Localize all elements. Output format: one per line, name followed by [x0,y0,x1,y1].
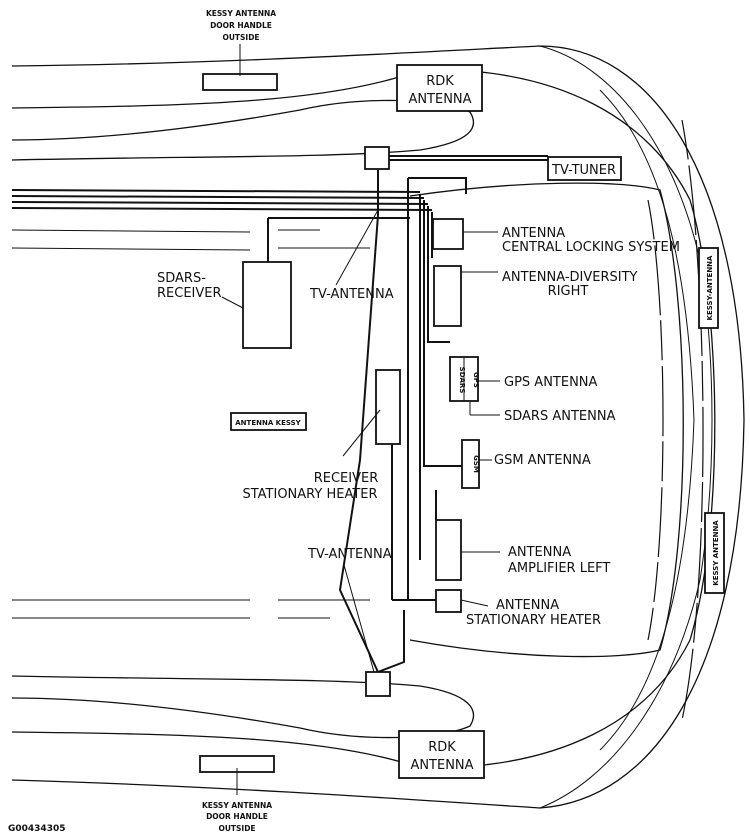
cable-routing [267,155,548,673]
tv-antenna-bottom-module [365,671,391,697]
kessy-top-label-2: DOOR HANDLE [210,21,272,30]
central-locking-module [432,218,464,250]
amplifier-left-module [435,519,462,581]
vehicle-outline [11,45,745,809]
sdars-receiver-box [242,261,292,349]
antenna-kessy-label: ANTENNA KESSY [235,419,301,427]
leader-lines [221,44,500,795]
receiver-heater-box [375,369,401,445]
stationary-heater-label-2: STATIONARY HEATER [466,613,601,628]
tv-tuner-label: TV-TUNER [551,163,616,178]
figure-code: G00434305 [8,824,66,834]
diversity-right-module [433,265,462,327]
receiver-heater-label-1: RECEIVER [314,471,379,486]
sdars-antenna-label: SDARS ANTENNA [504,409,616,424]
sdars-receiver-label-2: RECEIVER [157,286,222,301]
tv-antenna-top-module [364,146,390,170]
kessy-right-top-box [698,247,719,329]
tv-tuner-box [547,156,622,181]
kessy-right-bottom-box [704,512,725,594]
central-locking-label-2: CENTRAL LOCKING SYSTEM [502,240,680,255]
kessy-top-label-1: KESSY ANTENNA [206,9,276,18]
stationary-heater-antenna-module [435,589,462,613]
tv-antenna-top-label: TV-ANTENNA [309,287,394,302]
stationary-heater-label-1: ANTENNA [496,598,559,613]
antenna-kessy-box [230,412,307,431]
rdk-top-label-2: ANTENNA [408,92,471,107]
sdars-gps-module [449,356,479,402]
diversity-right-label-1: ANTENNA-DIVERSITY [502,270,638,285]
rdk-top-label-1: RDK [426,74,454,89]
kessy-bottom-label-1: KESSY ANTENNA [202,801,272,810]
kessy-right-top-label: KESSY-ANTENNA [706,255,714,320]
kessy-bottom-label-3: OUTSIDE [218,824,255,833]
diversity-right-label-2: RIGHT [548,284,589,299]
kessy-top-label-3: OUTSIDE [222,33,259,42]
sdars-receiver-label-1: SDARS- [157,271,206,286]
gsm-antenna-label: GSM ANTENNA [494,453,591,468]
rdk-bottom-label-2: ANTENNA [410,758,473,773]
rdk-bottom-label-1: RDK [428,740,456,755]
amplifier-left-label-1: ANTENNA [508,545,571,560]
sdars-short-label: SDARS [458,367,466,394]
amplifier-left-label-2: AMPLIFIER LEFT [508,561,610,576]
gsm-module [461,439,480,489]
gps-antenna-label: GPS ANTENNA [504,375,598,390]
rdk-antenna-top [396,64,483,112]
tv-antenna-bottom-label: TV-ANTENNA [307,547,392,562]
gsm-short-label: GSM [472,455,480,473]
gps-short-label: GPS [472,372,480,388]
kessy-bottom-label-2: DOOR HANDLE [206,812,268,821]
receiver-heater-label-2: STATIONARY HEATER [242,487,377,502]
central-locking-label-1: ANTENNA [502,226,565,241]
kessy-right-bottom-label: KESSY ANTENNA [712,520,720,586]
rdk-antenna-bottom [398,730,485,779]
kessy-door-handle-top [202,73,278,91]
